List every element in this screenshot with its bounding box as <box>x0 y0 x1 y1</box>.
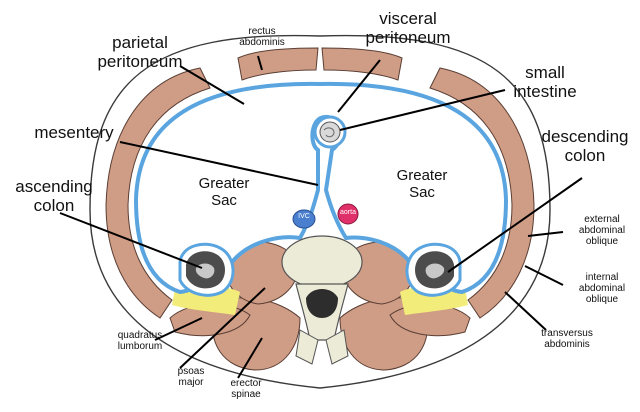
leader-rectus-abdominis <box>257 55 263 71</box>
ascending-colon-shape <box>178 242 235 297</box>
aorta-vessel <box>337 203 359 225</box>
leader-mesentery <box>119 141 319 186</box>
leader-quadratus-lumborum <box>154 317 203 341</box>
leader-erector-spinae <box>237 337 263 379</box>
great-vessels <box>292 203 359 229</box>
label-aorta: aorta <box>340 209 356 216</box>
leader-transversus-abdominis <box>504 291 547 331</box>
leader-descending-colon <box>447 177 583 273</box>
leader-psoas-major <box>179 287 266 369</box>
label-mesentery: mesentery <box>34 123 114 142</box>
vertebra <box>281 235 363 365</box>
lateral-wall-muscle-left <box>105 67 211 319</box>
leader-ascending-colon <box>59 212 203 269</box>
leader-external-abdominal-oblique <box>527 231 564 237</box>
leader-small-intestine <box>339 89 506 131</box>
leader-visceral-peritoneum <box>337 59 381 113</box>
lateral-wall-muscle-right <box>429 67 535 319</box>
descending-colon-shape <box>405 242 462 297</box>
spinal-canal <box>306 289 338 318</box>
rectus-abdominis-muscle-right <box>321 47 403 81</box>
leader-parietal-peritoneum <box>179 65 245 105</box>
leader-lines <box>59 55 583 379</box>
label-ivc: IVC <box>298 213 310 220</box>
abdominal-wall-muscles <box>105 47 535 319</box>
small-intestine <box>313 115 347 149</box>
leader-internal-abdominal-oblique <box>524 265 564 286</box>
ivc-vessel <box>292 209 316 229</box>
